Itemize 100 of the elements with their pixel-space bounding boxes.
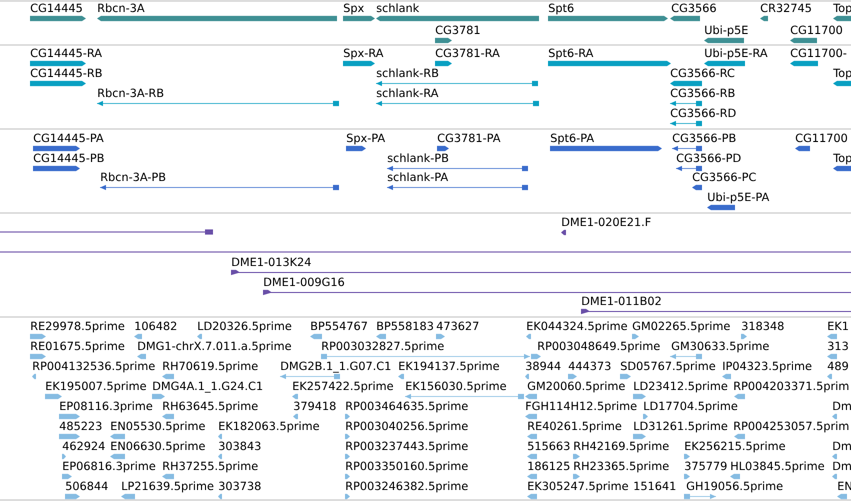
feature-label: CG3781-RA bbox=[436, 48, 500, 58]
feature-label: CG3566-RD bbox=[670, 108, 736, 118]
feature-label: Spx-RA bbox=[344, 48, 384, 60]
feature-label: EP08116.3prime bbox=[60, 401, 152, 412]
feature-label: RP003237443.5prime bbox=[346, 441, 468, 452]
feature-label: DMG4A.1_1.G24.C1 bbox=[153, 382, 262, 393]
feature-label: GM02265.5prime bbox=[632, 321, 730, 332]
feature-label: CR32745 bbox=[760, 4, 811, 12]
feature-label: RE01675.5prime bbox=[31, 341, 124, 352]
feature-label: RH70619.5prime bbox=[163, 361, 258, 372]
feature-label: RP003048649.5prime bbox=[538, 341, 660, 352]
feature-label: RP003350160.5prime bbox=[346, 461, 468, 472]
feature-label: 489 bbox=[828, 362, 848, 370]
feature-label: 515663 bbox=[528, 442, 570, 450]
feature-label: CG3566-PD bbox=[676, 154, 741, 162]
feature-label: CG14445-RA bbox=[30, 48, 102, 58]
feature-label: Dm bbox=[833, 462, 851, 470]
feature-label: EK156030.5prime bbox=[406, 381, 506, 392]
feature-label: Spt6-PA bbox=[550, 134, 594, 144]
feature-label: 506844 bbox=[66, 482, 108, 490]
feature-label: Ubi-p5E-RA bbox=[705, 48, 768, 60]
feature-label: RP003032827.5prime bbox=[322, 341, 444, 352]
feature-label: LD20326.5prime bbox=[198, 321, 292, 332]
feature-label: RH23365.5prime bbox=[574, 461, 669, 472]
feature-label: RP003464635.5prime bbox=[346, 401, 468, 412]
feature-label: schlank-PA bbox=[388, 172, 448, 182]
feature-label: CG3566-PB bbox=[672, 134, 736, 142]
feature-label: 379418 bbox=[294, 402, 336, 410]
feature-label: RP004253057.5prim bbox=[734, 421, 848, 432]
feature-label: schlank bbox=[376, 3, 420, 12]
feature-label: LD23412.5prime bbox=[634, 381, 728, 392]
feature-label: Spx bbox=[344, 4, 364, 14]
feature-label: EK305247.5prime bbox=[528, 481, 628, 492]
feature-label: LD17704.5prime bbox=[644, 401, 738, 412]
feature-label: CG14445-RB bbox=[30, 68, 102, 78]
feature-label: CG14445-PB bbox=[34, 154, 104, 162]
feature-label: CG11700- bbox=[790, 48, 846, 58]
feature-label: 485223 bbox=[60, 422, 102, 430]
feature-label: CG3566-PC bbox=[692, 172, 756, 182]
feature-label: RE29978.5prime bbox=[31, 321, 124, 332]
feature-label: DME1-013K24 bbox=[232, 258, 311, 266]
feature-label: EK044324.5prime bbox=[527, 321, 627, 332]
feature-label: 303843 bbox=[219, 442, 260, 450]
feature-label: DME1-009G16 bbox=[264, 278, 344, 286]
feature-label: RP004132536.5prime bbox=[33, 361, 155, 372]
feature-label: RH37255.5prime bbox=[163, 461, 258, 472]
feature-label: 473627 bbox=[436, 322, 478, 330]
feature-label: Spt6-RA bbox=[548, 48, 594, 60]
feature-label: schlank-RB bbox=[376, 68, 438, 78]
feature-label: EK256215.5prime bbox=[685, 441, 785, 452]
feature-label: DME1-011B02 bbox=[582, 296, 661, 306]
feature-label: RP003246382.5prime bbox=[346, 481, 468, 492]
feature-label: CG3781 bbox=[436, 26, 480, 34]
feature-label: EK194137.5prime bbox=[399, 361, 499, 372]
feature-label: EK182063.5prime bbox=[219, 421, 319, 432]
feature-label: EK257422.5prime bbox=[293, 381, 393, 392]
feature-label: Spx-PA bbox=[346, 134, 386, 144]
feature-label: SD05767.5prime bbox=[620, 361, 716, 372]
feature-label: RE40261.5prime bbox=[528, 421, 622, 432]
feature-label: RH42169.5prime bbox=[574, 441, 669, 452]
feature-label: DMG2B.1_1.G07.C1 bbox=[281, 362, 390, 373]
feature-label: Rbcn-3A-RB bbox=[98, 88, 164, 98]
feature-label: BP558183 bbox=[377, 322, 433, 330]
feature-label: EN06630.5prime bbox=[111, 441, 205, 452]
feature-label: EP06816.3prime bbox=[63, 461, 156, 472]
feature-label: HL03845.5prime bbox=[731, 461, 824, 472]
feature-label: CG11700 bbox=[790, 26, 842, 34]
feature-label: Spt6 bbox=[548, 4, 574, 14]
feature-label: Rbcn-3A-PB bbox=[101, 172, 166, 182]
feature-label: 38944 bbox=[526, 362, 560, 370]
feature-label: RP003040256.5prime bbox=[346, 421, 468, 432]
feature-label: CG11700 bbox=[796, 134, 848, 142]
feature-label: schlank-RA bbox=[376, 88, 438, 98]
feature-label: 303738 bbox=[219, 482, 261, 490]
feature-label: GH19056.5prime bbox=[686, 481, 782, 492]
feature-label: CG14445 bbox=[30, 4, 82, 12]
feature-label: GM30633.5prime bbox=[672, 341, 769, 352]
feature-label: Ubi-p5E-PA bbox=[708, 192, 770, 204]
feature-label: DMG1-chrX.7.011.a.5prime bbox=[138, 341, 291, 352]
feature-label: RP004203371.5prim bbox=[734, 381, 848, 392]
feature-label: EN05530.5prime bbox=[111, 421, 205, 432]
feature-label: FGH114H12.5prime bbox=[526, 401, 636, 412]
feature-label: LP21639.5prime bbox=[122, 481, 214, 492]
feature-label: schlank-PB bbox=[388, 153, 448, 162]
feature-label: 106482 bbox=[135, 322, 176, 330]
feature-label: IP04323.5prime bbox=[723, 361, 812, 372]
feature-label: 186125 bbox=[528, 462, 570, 470]
feature-label: Ubi-p5E bbox=[705, 25, 748, 36]
feature-label: 318348 bbox=[742, 322, 784, 330]
feature-label: 313 bbox=[828, 342, 848, 350]
feature-label: Dm bbox=[833, 442, 851, 450]
feature-label: EK195007.5prime bbox=[46, 381, 146, 392]
feature-label: GM20060.5prime bbox=[528, 381, 625, 392]
feature-label: EK1 bbox=[828, 322, 848, 330]
feature-label: BP554767 bbox=[311, 322, 367, 330]
feature-label: 462924 bbox=[62, 442, 105, 450]
feature-label: CG3781-PA bbox=[438, 134, 500, 142]
feature-label: Rbcn-3A bbox=[98, 3, 145, 12]
feature-label: 444373 bbox=[568, 362, 610, 370]
feature-label: DME1-020E21.F bbox=[562, 218, 651, 226]
